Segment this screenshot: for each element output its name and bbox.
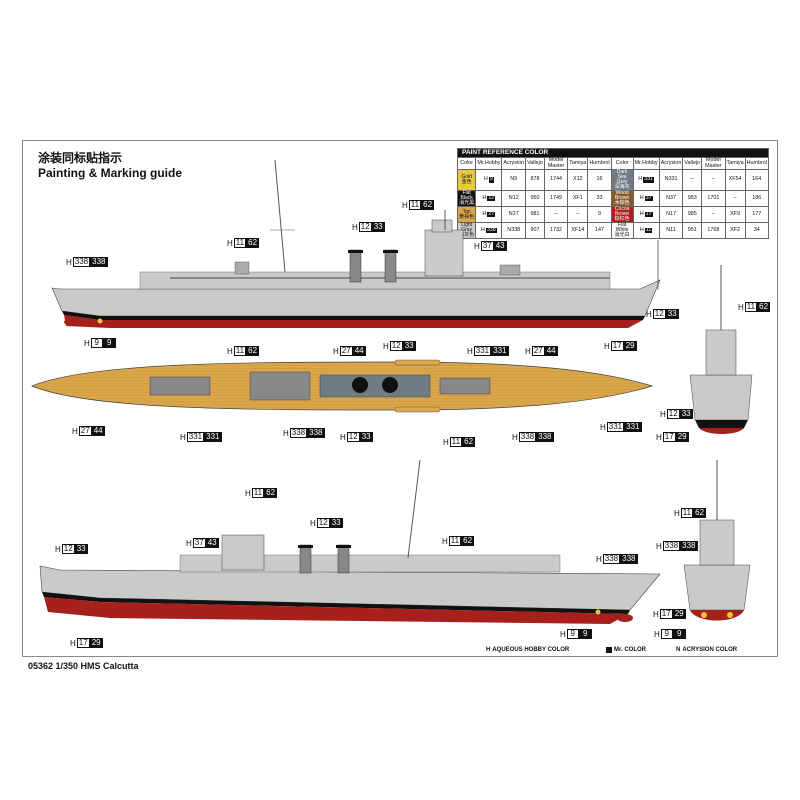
profile-starboard xyxy=(51,159,661,328)
mast-aft xyxy=(274,159,286,273)
top-view xyxy=(31,359,654,413)
legend-mr: Mr. COLOR xyxy=(606,647,646,653)
profile-port xyxy=(39,459,661,624)
rudder xyxy=(64,319,76,325)
funnel-top-aft xyxy=(352,377,368,393)
title-english: Painting & Marking guide xyxy=(38,166,183,180)
product-label: 05362 1/350 HMS Calcutta xyxy=(28,661,139,671)
funnel-aft xyxy=(349,249,362,283)
bridge xyxy=(424,229,464,277)
front-view-2 xyxy=(683,460,751,621)
title-chinese: 涂装同标贴指示 xyxy=(38,151,123,165)
funnel-top-fore xyxy=(382,377,398,393)
propeller xyxy=(97,318,103,324)
front-view-1 xyxy=(689,265,753,434)
funnel-fore xyxy=(384,249,397,283)
